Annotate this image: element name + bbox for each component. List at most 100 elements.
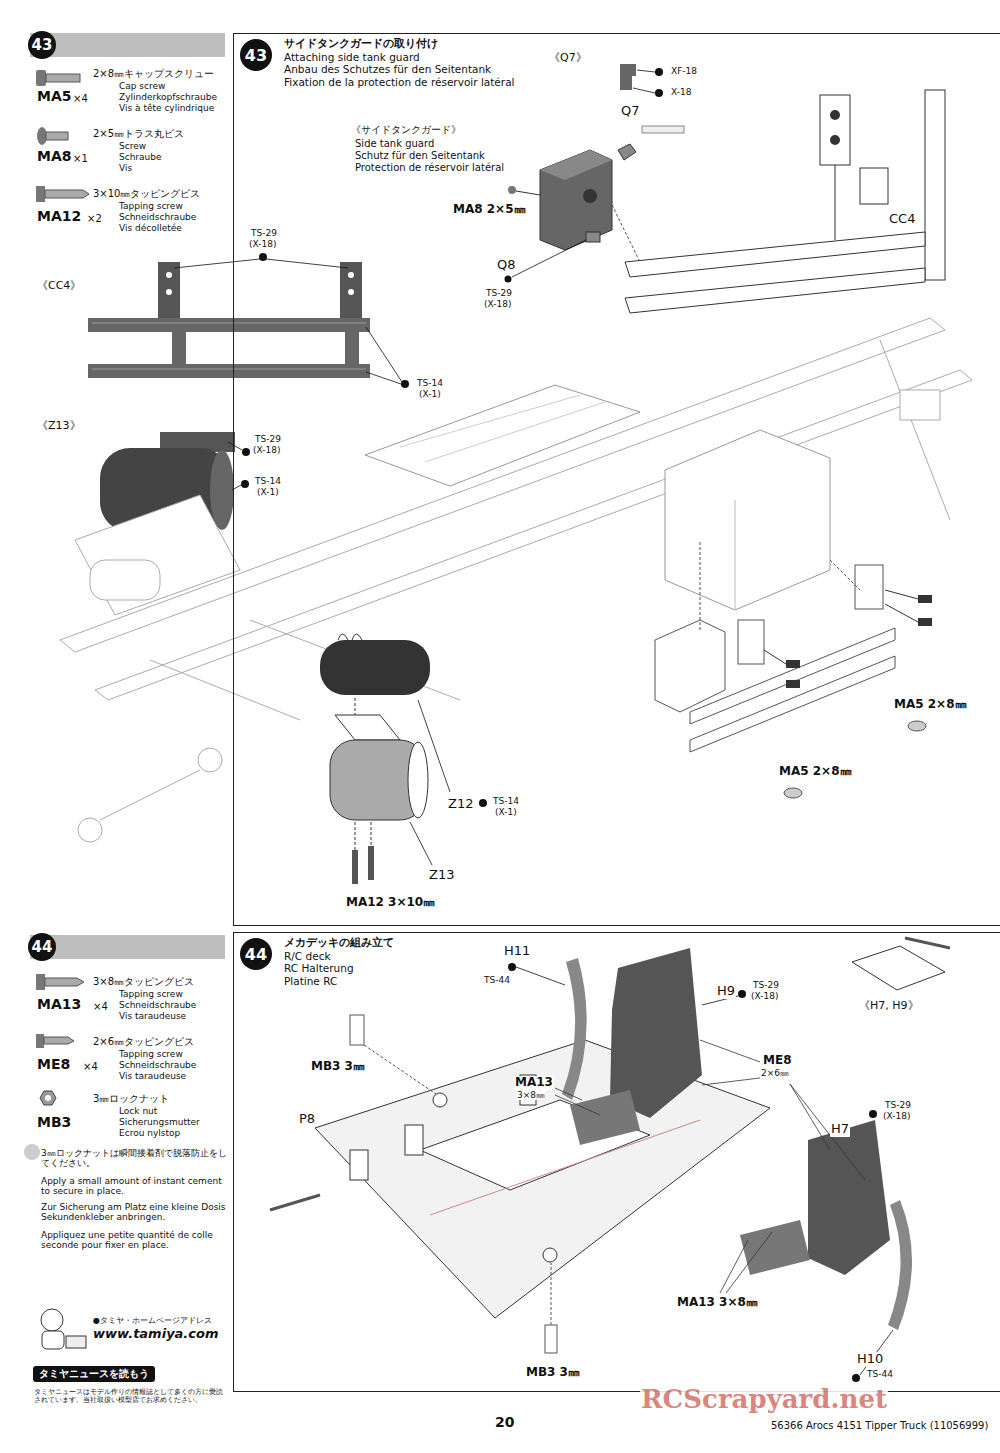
callout-label: TS-29 [254,434,282,444]
paint-mark [401,380,409,388]
highlight [92,369,366,370]
deck-plate [315,1040,770,1318]
hub [78,818,102,842]
strap [338,634,362,640]
assembly-line [371,822,372,846]
callout-label: ●タミヤ・ホームページアドレス [92,1316,213,1325]
callout-label: 2×6㎜タッピングビス [92,1036,195,1048]
part-code: 20 [494,1414,515,1430]
callout-label: Ecrou nylstop [118,1128,181,1138]
callout-label: ×2 [86,213,103,225]
callout-label: H10 [856,1352,884,1367]
hub [198,748,222,772]
callout-label: 2×5㎜トラス丸ビス [92,128,185,140]
washer [784,788,802,798]
step-number-text: タミヤニュースを読もう [39,1367,149,1381]
part-code: MA5 2×8㎜ [893,698,968,712]
leader-line [174,259,260,268]
screwdriver [270,1195,320,1210]
insert-part [586,232,600,242]
screw [918,618,932,626]
leader-line [633,88,655,93]
callout-label: Side tank guard [354,138,435,150]
part-code: MA13 3×8㎜ [676,1296,759,1310]
paint-mark [869,1110,877,1118]
step-title: Fixation de la protection de réservoir l… [284,76,1000,88]
callout-label: Schneidschraube [118,1000,197,1010]
callout-label: Vis à tête cylindrique [118,103,215,113]
screw [918,595,932,603]
step-title: Anbau des Schutzes für den Seitentank [284,63,1000,75]
step-number: 44 [240,938,272,970]
screw-head [36,186,45,202]
wing-base [570,1090,640,1145]
paint-mark [505,276,512,283]
callout-label: Protection de réservoir latéral [354,162,505,174]
assembly-line [612,205,640,262]
callout-label: Screw [118,141,147,151]
leader-line [720,1240,748,1293]
guard-rail [88,364,370,378]
callout-label: XF-18 [670,66,698,76]
part-code: MA13 [514,1076,554,1090]
paint-mark [738,990,746,998]
guard-post [860,168,888,204]
callout-label: 3×10㎜タッピングビス [92,188,201,200]
drum [320,640,430,695]
wing-base [740,1220,810,1275]
axle [100,770,200,820]
guard-post [820,95,850,165]
deck-wing [808,1120,890,1275]
inset-part [852,946,945,990]
part-code: MB3 3㎜ [525,1366,581,1380]
callout-label: H11 [503,944,531,959]
step-number-text: 43 [245,46,267,65]
side-panel [562,958,587,1100]
callout-label: Zur Sicherung am Platz eine kleine Dosis… [40,1202,228,1223]
screw-shaft [885,604,918,622]
hole [348,272,354,278]
tank-guard [655,620,725,712]
callout-label: Vis taraudeuse [118,1011,187,1021]
frame-rail [60,318,945,652]
callout-label: 《H7, H9》 [858,1000,920,1013]
callout-label: 《CC4》 [36,280,82,293]
paint-mark [852,1374,860,1382]
callout-label: 56366 Arocs 4151 Tipper Truck (11056999) [770,1420,989,1432]
callout-label: (X-18) [248,239,277,249]
glue-bottle [545,1325,557,1353]
callout-label: ×4 [92,1001,109,1013]
paint-mark [479,799,487,807]
part-code: ME8 [762,1054,793,1068]
callout-label: TS-14 [492,796,520,806]
highlight [92,323,366,324]
leader-line [266,259,348,268]
callout-label: H7 [830,1122,850,1137]
tank-guard-top [540,150,612,180]
callout-label: Tapping screw [118,1049,184,1059]
callout-label: (X-1) [418,389,442,399]
paint-mark [655,89,663,97]
hole [583,189,597,203]
screw-shaft [45,190,89,198]
callout-label: 3㎜ロックナットは瞬間接着剤で脱落防止をしてください。 [40,1148,228,1169]
link [250,620,460,700]
callout-label: Schneidschraube [118,212,197,222]
gearbox [75,495,240,615]
step-frame: サイドタンクガードの取り付けAttaching side tank guardA… [233,33,1000,926]
step-number-text: 44 [245,945,267,964]
washer [908,721,926,731]
leader-line [366,372,401,384]
assembly-line [355,698,356,715]
callout-label: Cap screw [118,81,166,91]
callout-label: TS-14 [254,476,282,486]
hole [830,135,840,145]
callout-label: TS-29 [485,288,513,298]
callout-label: Appliquez une petite quantité de colle s… [40,1230,228,1251]
guard-post [158,262,180,324]
rear-link [880,340,950,520]
callout-label: P8 [298,1112,316,1127]
part-code: MA12 3×10㎜ [345,896,436,910]
tank-edge [735,500,736,610]
step-header: 44 [30,935,225,959]
